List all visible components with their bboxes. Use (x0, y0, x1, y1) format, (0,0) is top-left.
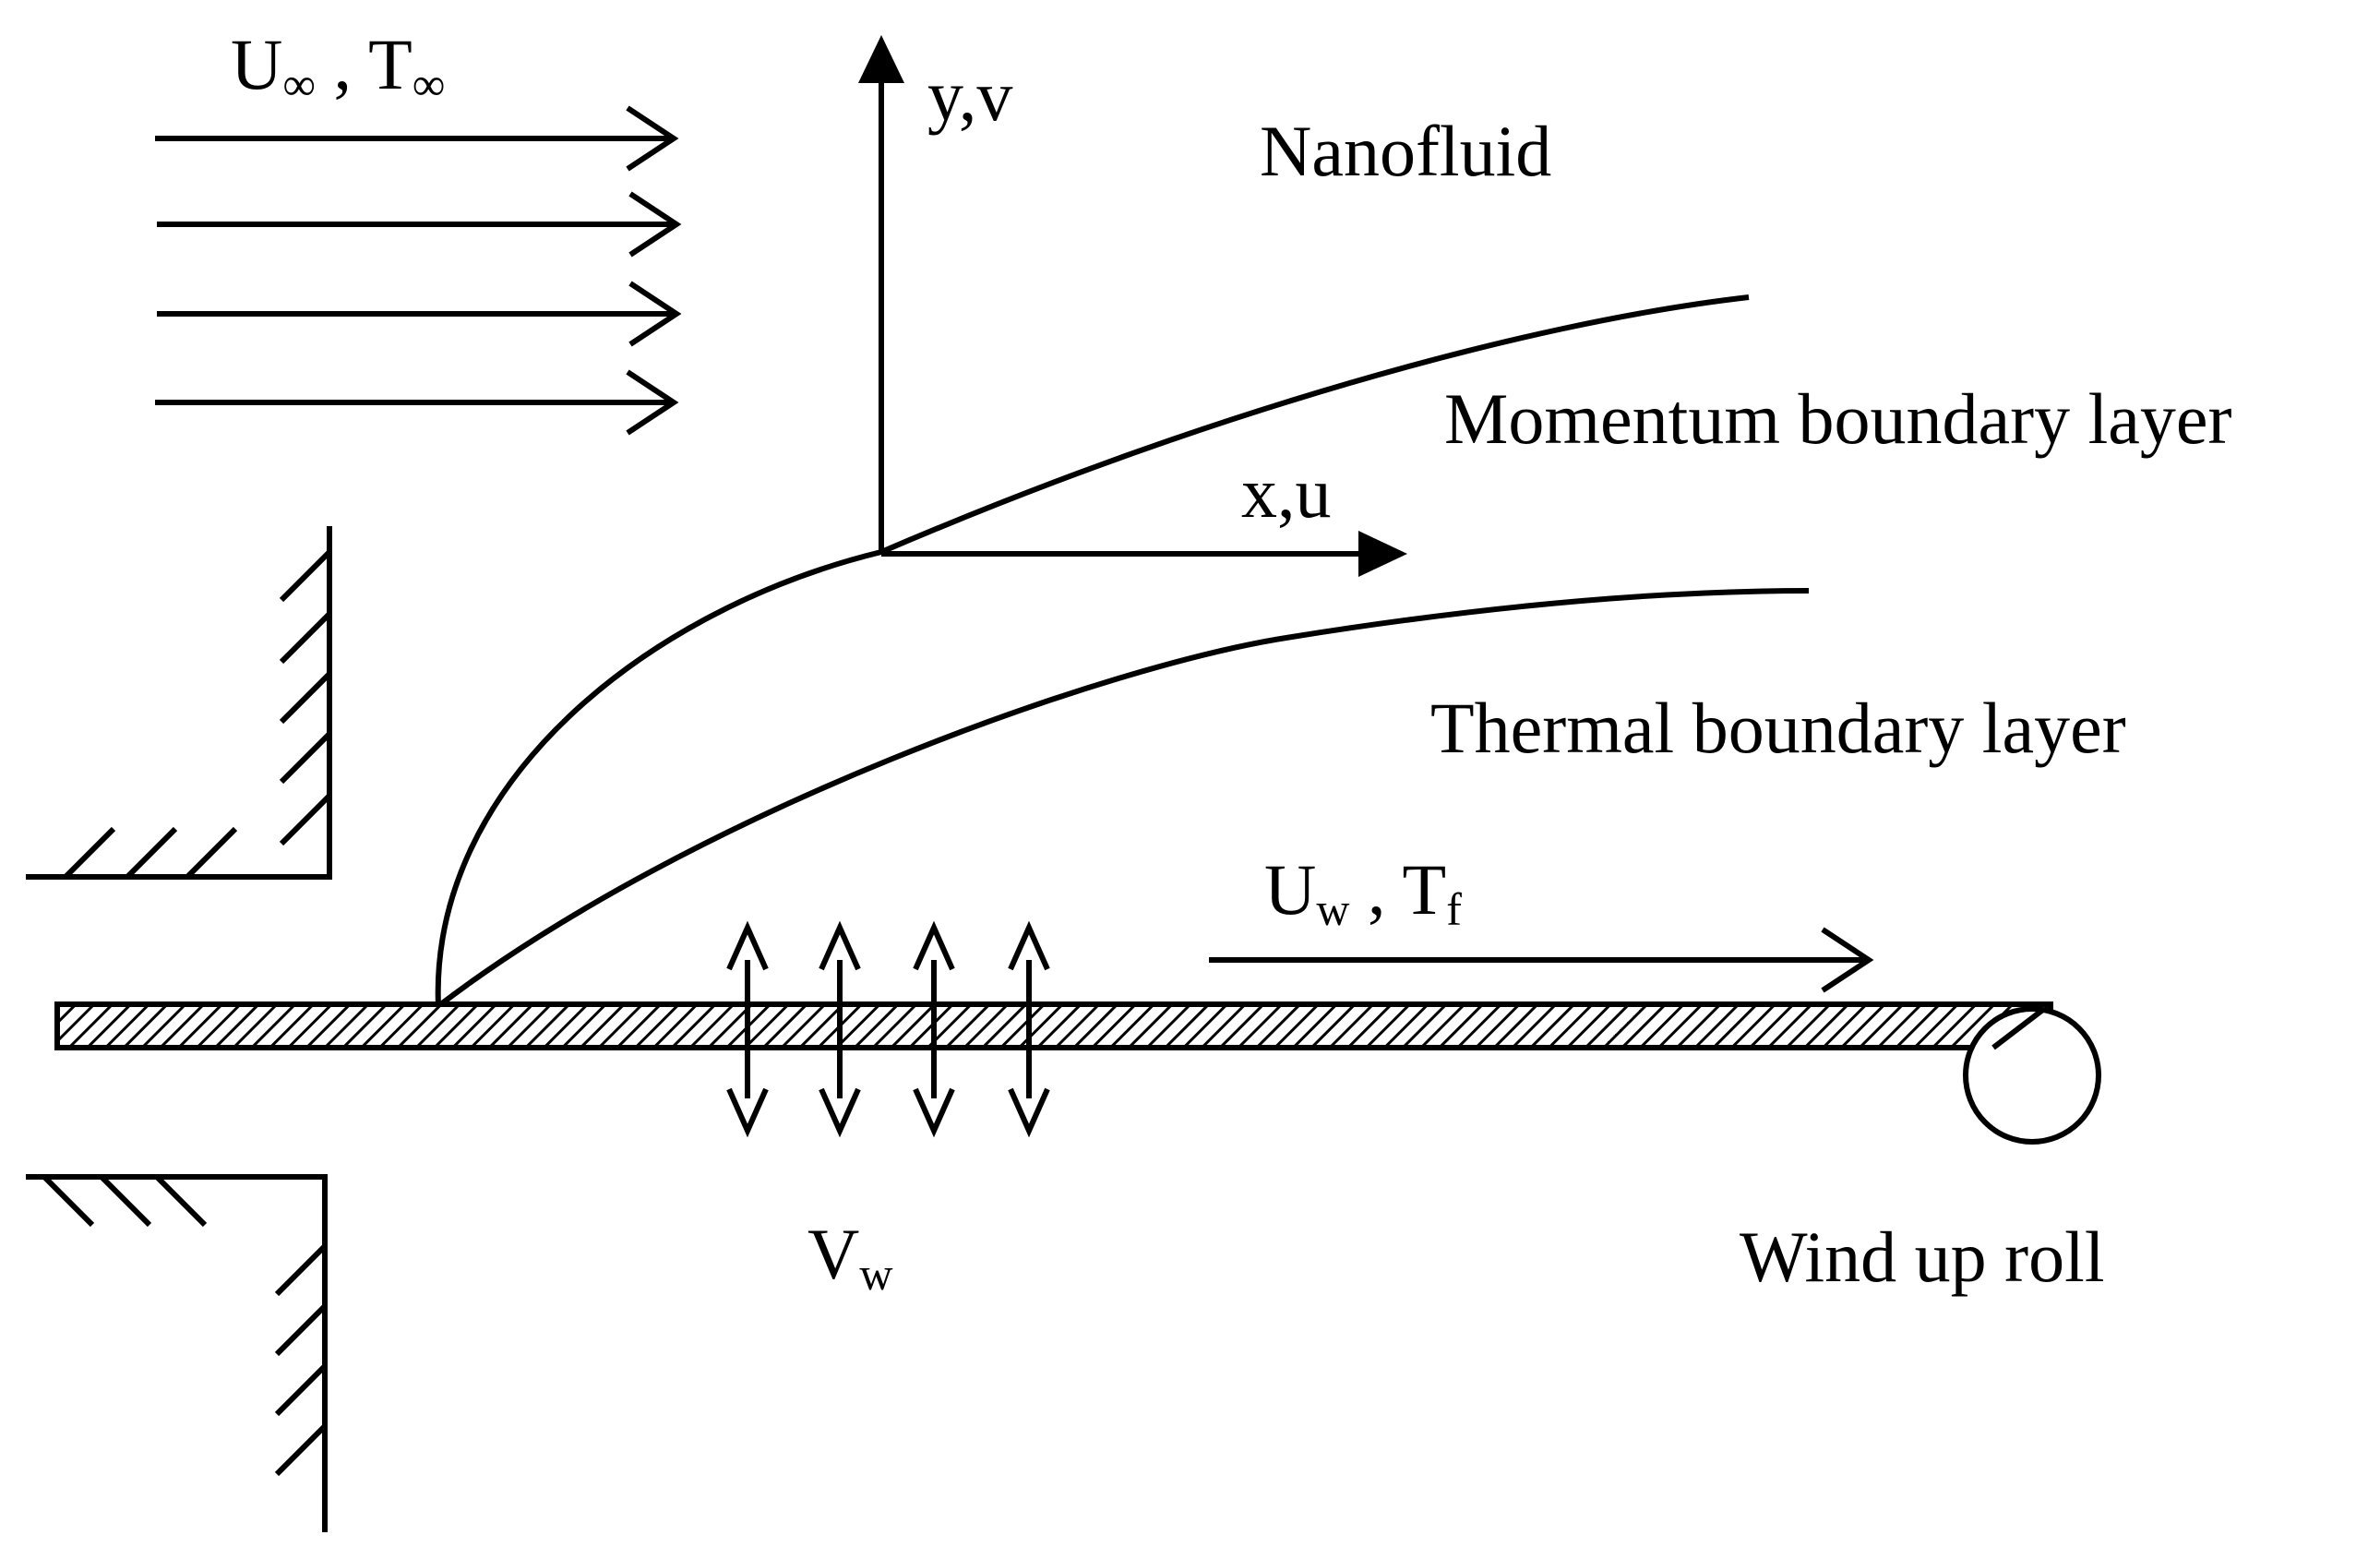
wind-up-roll-label: Wind up roll (1740, 1217, 2104, 1297)
freestream-arrow (155, 369, 679, 436)
suction-arrows (726, 920, 1050, 1138)
momentum-boundary-layer-label: Momentum boundary layer (1444, 378, 2231, 459)
wall-velocity-label: Uw , Tf (1264, 849, 1462, 935)
suction-arrow (913, 920, 955, 1138)
suction-arrow (1008, 920, 1050, 1138)
suction-arrow (819, 920, 861, 1138)
freestream-label: U∞ , T∞ (231, 24, 445, 110)
wall-velocity-arrow (1209, 927, 1874, 993)
nanofluid-label: Nanofluid (1260, 111, 1551, 191)
wind-up-roll (1963, 1006, 2101, 1145)
upper-slit-wall (26, 526, 332, 880)
thermal-boundary-layer-label: Thermal boundary layer (1430, 688, 2126, 768)
thermal-boundary-layer-curve (437, 588, 1810, 1009)
stretching-sheet (54, 1001, 2053, 1050)
x-axis-label: x,u (1241, 452, 1332, 533)
freestream-arrows (155, 105, 682, 436)
x-axis (881, 531, 1407, 577)
momentum-boundary-layer-curve (435, 294, 1750, 1007)
suction-arrow (726, 920, 769, 1138)
y-axis-label: y,v (927, 55, 1012, 136)
roll-tangent (1991, 1006, 2046, 1050)
suction-velocity-label: Vw (807, 1214, 892, 1300)
freestream-arrow (155, 105, 679, 172)
y-axis (858, 35, 904, 554)
lower-slit-wall (26, 1174, 328, 1532)
freestream-arrow (157, 281, 682, 347)
freestream-arrow (157, 191, 682, 258)
